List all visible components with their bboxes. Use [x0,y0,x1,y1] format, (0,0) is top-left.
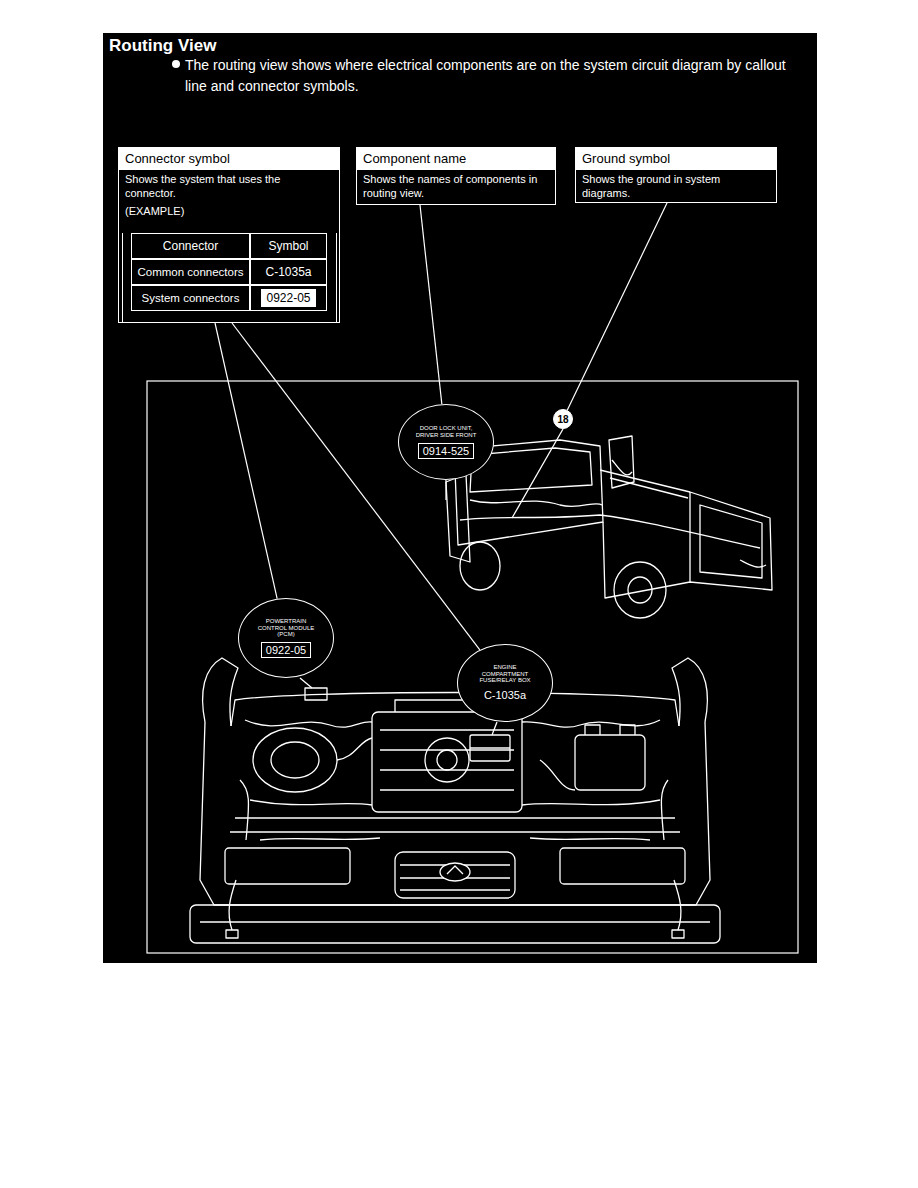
engine-compartment-view-part [585,725,635,735]
engine-compartment-view-part [271,742,319,778]
box-description: Shows the system that uses the connector… [119,170,339,202]
table-cell: C-1035a [250,259,327,285]
engine-compartment-view-part [253,728,337,792]
table-cell: Common connectors [131,259,250,285]
engine-compartment-view-part [674,880,681,930]
engine-compartment-view-part [190,905,720,943]
table-cell: Connector [131,233,250,259]
box-heading: Ground symbol [576,148,776,170]
pickup-truck-view-part [610,478,688,498]
pickup-truck-view-part [612,460,632,475]
component-name: DOOR LOCK UNIT, DRIVER SIDE FRONT [413,425,479,439]
engine-compartment-view-part [440,863,470,881]
connector-symbol: C-1035a [480,688,530,702]
callout-circle: DOOR LOCK UNIT, DRIVER SIDE FRONT 0914-52… [398,404,494,480]
engine-compartment-view-part [437,750,457,770]
pickup-truck-view-part [445,480,446,500]
table-text: Symbol [268,239,308,253]
black-panel [103,33,817,963]
table-text: Common connectors [137,266,243,278]
box-heading: Connector symbol [119,148,339,170]
engine-compartment-view-part [372,712,522,812]
bullet-note: The routing view shows where electrical … [185,55,810,97]
engine-compartment-view-part [575,735,645,790]
engine-compartment-view-part [380,730,514,790]
table-text: C-1035a [265,265,311,279]
callout-circle: POWERTRAIN CONTROL MODULE (PCM) 0922-05 [238,598,334,678]
bullet [172,60,180,68]
engine-compartment-view-part [245,720,372,727]
page-title: Routing View [109,36,216,56]
pickup-truck-view-part [628,577,652,603]
engine-compartment-view-part [540,760,575,790]
engine-compartment-view-part [200,921,710,922]
engine-compartment-view [190,658,720,943]
engine-compartment-view-part [230,831,680,832]
box-description: Shows the ground in system diagrams. [576,170,776,202]
engine-compartment-view-part [447,866,463,874]
table-cell: 0922-05 [250,285,327,311]
table-bracket-line [122,233,123,322]
component-name: ENGINE COMPARTMENT FUSE/RELAY BOX [472,664,538,685]
table-text: 0922-05 [261,289,315,307]
connector-symbol: 0914-525 [418,443,475,459]
engine-compartment-view-part [231,693,679,727]
box-heading: Component name [357,148,555,170]
component-name: POWERTRAIN CONTROL MODULE (PCM) [253,618,319,639]
pickup-truck-view-part [460,542,500,590]
engine-compartment-view-part [470,735,510,761]
table-cell: System connectors [131,285,250,311]
pickup-truck-view-part [460,515,760,548]
engine-compartment-view-part [225,848,350,884]
table-bracket-line [336,233,337,322]
table-text: System connectors [142,292,240,304]
engine-compartment-view-part [522,720,660,727]
engine-compartment-view-part [337,738,372,760]
engine-compartment-view-part [235,817,675,818]
engine-compartment-view-part [229,880,236,930]
pickup-truck-view-part [609,436,634,488]
engine-compartment-view-part [250,800,660,805]
engine-compartment-view-part [672,930,684,938]
pickup-truck-view-part [512,429,563,518]
description-box: Component nameShows the names of compone… [356,147,556,205]
pickup-truck-view-part [614,562,666,618]
engine-compartment-view-part [305,688,327,700]
engine-compartment-view-part [200,722,710,905]
pickup-truck-view-part [740,560,766,567]
callout-line [567,203,667,410]
pickup-truck-view-part [689,492,690,582]
callout-number: 18 [557,414,568,425]
pickup-truck-view [446,429,772,618]
engine-compartment-view-part [395,852,515,898]
bullet-text: The routing view shows where electrical … [185,57,786,94]
box-description: (EXAMPLE) [119,202,339,220]
illustration-frame [147,381,798,953]
engine-compartment-view-part [425,738,469,782]
table-text: Connector [163,239,218,253]
engine-compartment-view-part [260,838,650,840]
box-description: Shows the names of components in routing… [357,170,555,202]
table-cell: Symbol [250,233,327,259]
callout-line [215,323,277,599]
connector-symbol: 0922-05 [261,642,311,658]
callout-line [420,205,442,404]
engine-compartment-view-part [240,780,668,840]
engine-compartment-view-part [560,848,685,884]
pickup-truck-view-part [600,470,772,598]
callout-circle: ENGINE COMPARTMENT FUSE/RELAY BOX C-1035a [457,644,553,722]
engine-compartment-view-part [470,747,510,748]
ground-callout: 18 [553,409,573,429]
engine-compartment-view-part [226,930,238,938]
pickup-truck-view-part [470,500,602,506]
description-box: Ground symbolShows the ground in system … [575,147,777,203]
